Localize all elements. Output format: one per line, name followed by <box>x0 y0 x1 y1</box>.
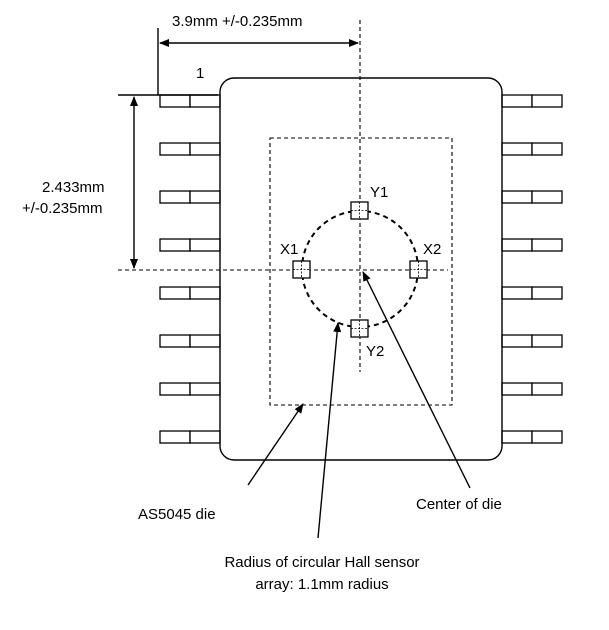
radius-leader <box>317 322 342 539</box>
die-label: AS5045 die <box>138 506 216 523</box>
right-pin-3-segment-1 <box>501 190 533 204</box>
die-outline <box>269 137 453 406</box>
center-leader <box>362 271 471 489</box>
sensor-y2-label: Y2 <box>366 343 384 360</box>
sensor-x2 <box>409 260 428 279</box>
left-pin-5-segment-1 <box>159 286 191 300</box>
sensor-x1-label: X1 <box>280 241 298 258</box>
right-pin-2-segment-2 <box>531 142 563 156</box>
sensor-x2-label: X2 <box>423 241 441 258</box>
radius-label-line1: Radius of circular Hall sensor <box>224 554 419 571</box>
left-pin-1-segment-2 <box>189 94 221 108</box>
left-pin-4-segment-1 <box>159 238 191 252</box>
right-pin-6-segment-1 <box>501 334 533 348</box>
radius-label-line2: array: 1.1mm radius <box>255 576 388 593</box>
center-label: Center of die <box>416 496 502 513</box>
right-pin-5-segment-1 <box>501 286 533 300</box>
right-pin-4-segment-2 <box>531 238 563 252</box>
left-pin-3-segment-1 <box>159 190 191 204</box>
right-pin-7-segment-1 <box>501 382 533 396</box>
left-pin-2-segment-1 <box>159 142 191 156</box>
right-pins <box>501 94 563 444</box>
sensor-y2 <box>350 319 369 338</box>
right-pin-5-segment-2 <box>531 286 563 300</box>
left-pin-2-segment-2 <box>189 142 221 156</box>
left-pins <box>159 94 221 444</box>
right-pin-1-segment-1 <box>501 94 533 108</box>
left-pin-4-segment-2 <box>189 238 221 252</box>
right-pin-8-segment-2 <box>531 430 563 444</box>
left-pin-8-segment-1 <box>159 430 191 444</box>
sensor-x1 <box>292 260 311 279</box>
right-pin-6-segment-2 <box>531 334 563 348</box>
right-pin-1-segment-2 <box>531 94 563 108</box>
right-pin-4-segment-1 <box>501 238 533 252</box>
y-offset-label-line1: 2.433mm <box>42 179 105 196</box>
right-pin-2-segment-1 <box>501 142 533 156</box>
x-offset-label: 3.9mm +/-0.235mm <box>172 13 302 30</box>
pin1-label: 1 <box>196 65 204 82</box>
die-leader <box>247 403 304 486</box>
right-pin-8-segment-1 <box>501 430 533 444</box>
sensor-y1 <box>350 201 369 220</box>
package-body <box>219 77 503 461</box>
left-pin-5-segment-2 <box>189 286 221 300</box>
right-pin-7-segment-2 <box>531 382 563 396</box>
left-pin-3-segment-2 <box>189 190 221 204</box>
left-pin-6-segment-1 <box>159 334 191 348</box>
left-pin-8-segment-2 <box>189 430 221 444</box>
y-offset-label-line2: +/-0.235mm <box>22 200 102 217</box>
right-pin-3-segment-2 <box>531 190 563 204</box>
sensor-y1-label: Y1 <box>370 184 388 201</box>
left-pin-7-segment-2 <box>189 382 221 396</box>
left-pin-6-segment-2 <box>189 334 221 348</box>
left-pin-1-segment-1 <box>159 94 191 108</box>
left-pin-7-segment-1 <box>159 382 191 396</box>
